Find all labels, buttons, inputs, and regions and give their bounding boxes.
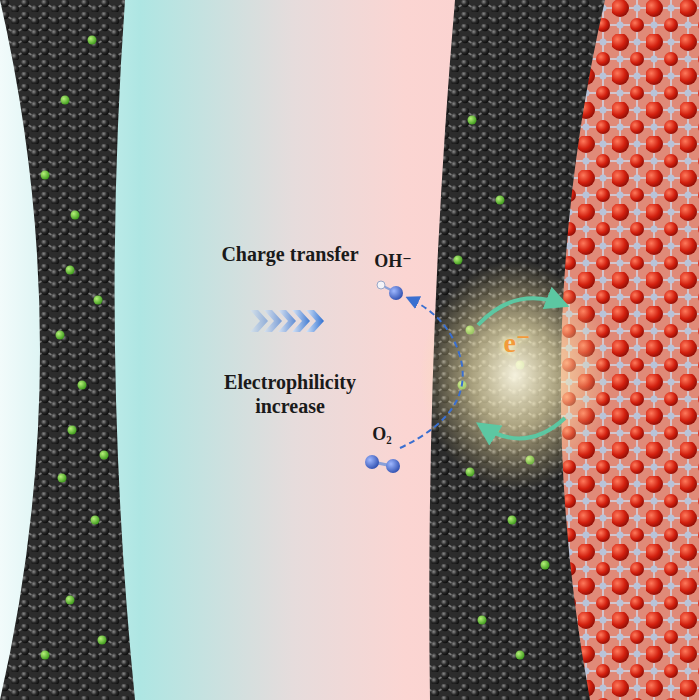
charge-glow	[420, 260, 610, 490]
chevron	[292, 310, 310, 332]
dopant-atom	[41, 651, 50, 660]
dopant-atom	[478, 616, 487, 625]
transfer-arrow	[478, 298, 565, 325]
dopant-atom	[454, 256, 463, 265]
dopant-atom	[508, 516, 517, 525]
dopant-atom	[78, 381, 87, 390]
dopant-atom	[71, 211, 80, 220]
dopant-atom	[66, 596, 75, 605]
label: Charge transfer	[180, 242, 400, 266]
dopant-atom	[100, 451, 109, 460]
chevron	[264, 310, 282, 332]
chevron	[278, 310, 296, 332]
dopant-atom	[41, 171, 50, 180]
reaction-path	[400, 298, 463, 448]
chevron	[306, 310, 324, 332]
dopant-atom	[66, 266, 75, 275]
label: Electrophilicity increase	[195, 370, 385, 418]
chevron	[250, 310, 268, 332]
dopant-atom	[496, 196, 505, 205]
label: O₂	[357, 424, 407, 446]
dopant-atom	[98, 636, 107, 645]
dopant-atom	[516, 651, 525, 660]
hydrogen-atom	[377, 281, 385, 289]
chevron-arrow	[250, 310, 324, 332]
dopant-atom	[91, 516, 100, 525]
dopant-atom	[468, 116, 477, 125]
dopant-atom	[541, 561, 550, 570]
dopant-atom	[58, 474, 67, 483]
label: e⁻	[492, 326, 542, 360]
transfer-arrow	[480, 418, 565, 438]
oxygen-atom	[365, 455, 379, 469]
dopant-atom	[68, 426, 77, 435]
dopant-atom	[88, 36, 97, 45]
dopant-atom	[61, 96, 70, 105]
dopant-atom	[94, 296, 103, 305]
carbon-wall	[0, 0, 135, 700]
oxygen-atom	[389, 286, 403, 300]
oxygen-atom	[386, 459, 400, 473]
label: OH⁻	[363, 251, 423, 273]
dopant-atoms	[41, 36, 109, 660]
dopant-atom	[56, 331, 65, 340]
